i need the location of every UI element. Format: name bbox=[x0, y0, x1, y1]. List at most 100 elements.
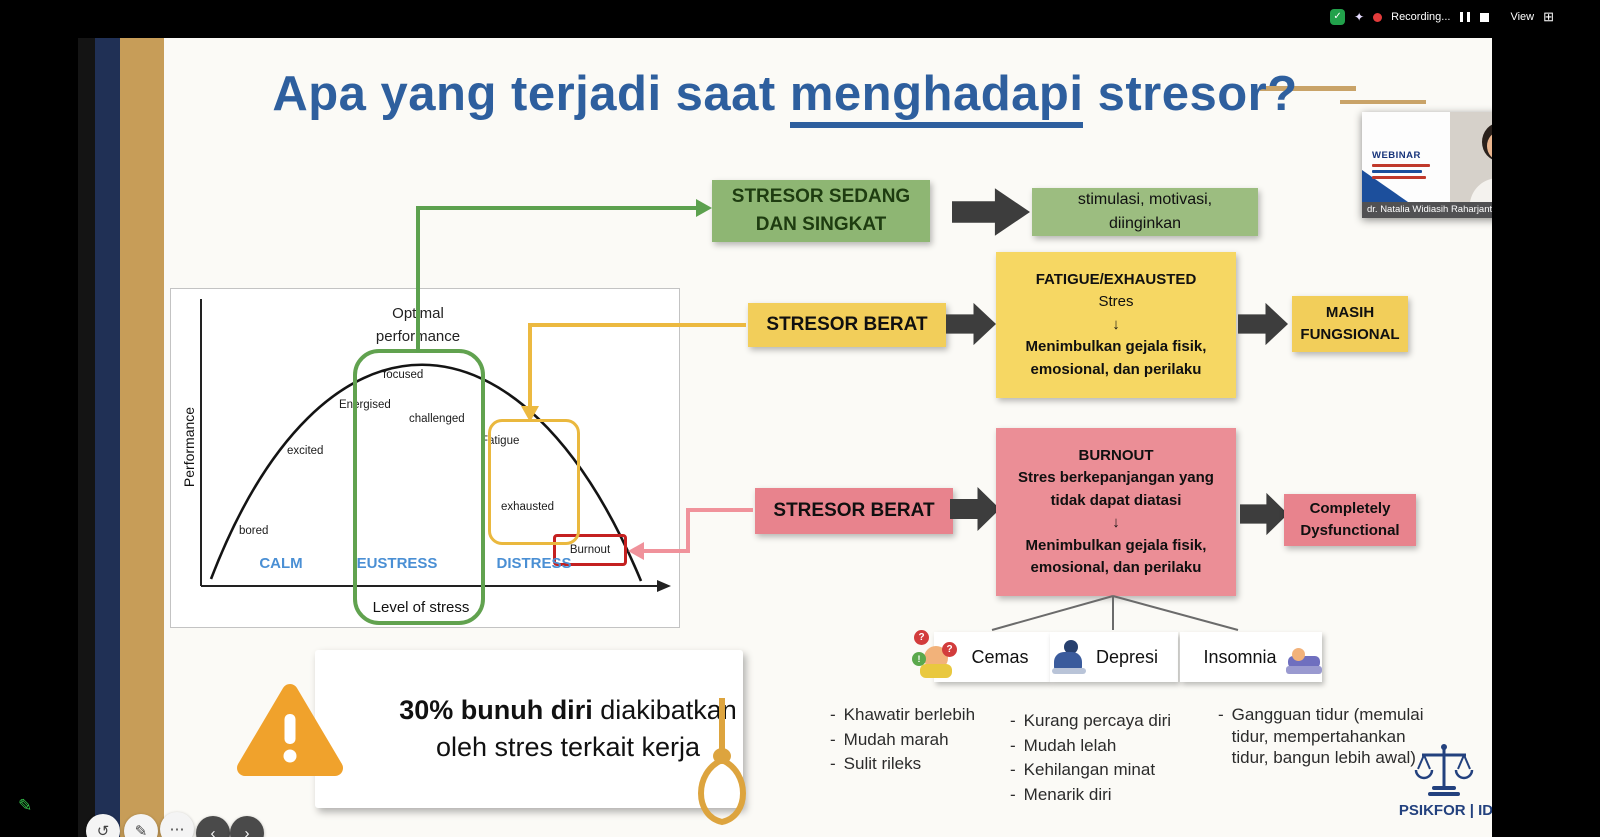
stimulasi-result-box: stimulasi, motivasi, diinginkan bbox=[1032, 188, 1258, 236]
sleeping-person-icon bbox=[1286, 640, 1322, 676]
warning-text-line1: 30% bunuh diri diakibatkan bbox=[393, 692, 743, 729]
presenter-camera-frame bbox=[1450, 112, 1492, 202]
dysfunctional-line1: Completely bbox=[1309, 499, 1391, 517]
presenter-video-tile[interactable]: WEBINAR dr. Natalia Widiasih Raharjanti bbox=[1362, 112, 1492, 218]
completely-dysfunctional-box: Completely Dysfunctional bbox=[1284, 494, 1416, 546]
deco-line bbox=[1260, 86, 1356, 91]
fatigue-zone-box bbox=[488, 419, 580, 545]
banner-text-line bbox=[1372, 176, 1426, 179]
curve-label-challenged: challenged bbox=[409, 413, 465, 425]
scales-of-justice-icon bbox=[1414, 744, 1474, 796]
warning-rest-text: diakibatkan bbox=[592, 694, 737, 725]
annotation-pencil-icon[interactable]: ✎ bbox=[18, 796, 33, 815]
fatigue-box-line: Stres bbox=[1098, 293, 1134, 311]
depresi-symptom-list: -Kurang percaya diri -Mudah lelah -Kehil… bbox=[1010, 710, 1210, 808]
chart-canvas bbox=[200, 299, 671, 592]
view-button[interactable]: View bbox=[1510, 11, 1535, 23]
masih-fungsional-box: MASIH FUNGSIONAL bbox=[1292, 296, 1408, 352]
chart-x-axis-label: Level of stress bbox=[372, 599, 470, 616]
pencil-tool-button[interactable]: ✎ bbox=[124, 814, 158, 837]
symptom-label-cemas: Cemas bbox=[971, 646, 1029, 667]
presenter-name-label: dr. Natalia Widiasih Raharjanti bbox=[1362, 202, 1492, 218]
presentation-slide: Apa yang terjadi saat menghadapi stresor… bbox=[78, 38, 1492, 837]
down-arrow-icon: ↓ bbox=[1112, 514, 1120, 531]
symptom-label-depresi: Depresi bbox=[1095, 646, 1159, 667]
system-tray: ✓ ✦ Recording... View ⊞ bbox=[1330, 9, 1554, 25]
zone-label-calm: CALM bbox=[259, 555, 303, 572]
flow-arrow-icon bbox=[1238, 302, 1288, 346]
stresor-sedang-line1: STRESOR SEDANG bbox=[731, 185, 911, 207]
stress-performance-chart: Performance Optimal performance bored ex… bbox=[170, 288, 680, 628]
list-item: -Khawatir berlebih bbox=[830, 705, 976, 724]
stimulasi-line2: diinginkan bbox=[1108, 215, 1182, 232]
prev-slide-button[interactable]: ‹ bbox=[196, 816, 230, 837]
symptom-box-insomnia: Insomnia bbox=[1180, 632, 1322, 682]
masih-line1: MASIH bbox=[1325, 303, 1375, 321]
curve-label-energised: Energised bbox=[339, 399, 391, 411]
title-underlined-word: menghadapi bbox=[789, 67, 1084, 128]
cemas-symptom-list: -Khawatir berlebih -Mudah marah -Sulit r… bbox=[830, 704, 994, 778]
undo-button[interactable]: ↺ bbox=[86, 814, 120, 837]
recording-label: Recording... bbox=[1391, 11, 1451, 23]
warning-bold-text: 30% bunuh diri bbox=[399, 694, 593, 725]
stresor-sedang-line2: DAN SINGKAT bbox=[755, 214, 887, 235]
banner-blue-shape bbox=[1362, 170, 1408, 202]
more-tools-button[interactable]: ⋯ bbox=[160, 812, 194, 837]
slide-navy-stripe bbox=[95, 38, 120, 837]
list-item: -Kehilangan minat bbox=[1010, 760, 1156, 780]
curve-label-exhausted: exhausted bbox=[501, 501, 555, 513]
fatigue-box-line: emosional, dan perilaku bbox=[1030, 360, 1202, 378]
view-grid-icon[interactable]: ⊞ bbox=[1543, 9, 1554, 24]
flow-arrow-icon bbox=[950, 487, 1000, 531]
stresor-berat-yellow-box: STRESOR BERAT bbox=[748, 303, 946, 347]
down-arrow-icon: ↓ bbox=[1112, 315, 1120, 333]
symptom-box-depresi: Depresi bbox=[1050, 632, 1178, 682]
stresor-berat-pink-box: STRESOR BERAT bbox=[755, 488, 953, 534]
warning-text-line2: oleh stres terkait kerja bbox=[435, 732, 701, 762]
optimal-line2: performance bbox=[375, 327, 461, 345]
dysfunctional-line2: Dysfunctional bbox=[1300, 522, 1400, 539]
chart-y-axis-label: Performance bbox=[181, 406, 197, 488]
stop-icon bbox=[1480, 12, 1490, 22]
flow-arrow-icon bbox=[952, 188, 1030, 236]
optimal-performance-label: Optimal performance bbox=[348, 303, 488, 348]
list-item: -Mudah lelah bbox=[1010, 735, 1117, 755]
burnout-box-line: Menimbulkan gejala fisik, bbox=[1025, 536, 1207, 554]
stresor-sedang-box: STRESOR SEDANG DAN SINGKAT bbox=[712, 180, 930, 242]
curve-label-excited: excited bbox=[287, 445, 324, 457]
zone-label-distress: DISTRESS bbox=[496, 555, 572, 572]
suicide-statistic-card: 30% bunuh diri diakibatkan oleh stres te… bbox=[315, 650, 743, 808]
stop-recording-button[interactable] bbox=[1480, 12, 1490, 22]
recording-dot-icon bbox=[1373, 12, 1383, 22]
anxious-person-icon: ? ? ! bbox=[912, 630, 957, 678]
warning-triangle-icon bbox=[237, 684, 343, 776]
fatigue-box-line: Menimbulkan gejala fisik, bbox=[1025, 338, 1207, 356]
fatigue-exhausted-box: FATIGUE/EXHAUSTED Stres ↓ Menimbulkan ge… bbox=[996, 252, 1236, 398]
webinar-title: WEBINAR bbox=[1372, 150, 1421, 161]
psikfor-logo-text: PSIKFOR | ID bbox=[1398, 802, 1492, 819]
list-item: -Menarik diri bbox=[1010, 784, 1112, 804]
list-item: -Mudah marah bbox=[830, 729, 949, 749]
list-item: -Gangguan tidur (memulai tidur, memperta… bbox=[1218, 705, 1424, 768]
slide-edge-stripe bbox=[78, 38, 95, 837]
stresor-berat-yellow-label: STRESOR BERAT bbox=[766, 313, 928, 335]
list-item: -Kurang percaya diri bbox=[1010, 711, 1172, 730]
security-shield-icon[interactable]: ✓ bbox=[1330, 9, 1346, 25]
insomnia-symptom-list: -Gangguan tidur (memulai tidur, memperta… bbox=[1218, 704, 1436, 772]
eustress-zone-box bbox=[353, 349, 485, 625]
curve-label-burnout: Burnout bbox=[569, 544, 611, 556]
deco-line bbox=[1340, 100, 1426, 104]
pause-recording-button[interactable] bbox=[1459, 12, 1471, 22]
webinar-banner: WEBINAR bbox=[1362, 112, 1450, 202]
burnout-box: BURNOUT Stres berkepanjangan yang tidak … bbox=[996, 428, 1236, 596]
pause-icon bbox=[1467, 12, 1471, 22]
optimal-line1: Optimal bbox=[392, 305, 444, 322]
burnout-highlight-box: Burnout bbox=[553, 534, 627, 566]
system-top-bar: ✓ ✦ Recording... View ⊞ bbox=[0, 0, 1600, 38]
burnout-box-line: tidak dapat diatasi bbox=[1050, 491, 1182, 509]
symptom-label-insomnia: Insomnia bbox=[1203, 646, 1277, 667]
masih-line2: FUNGSIONAL bbox=[1300, 326, 1400, 343]
next-slide-button[interactable]: › bbox=[230, 816, 264, 837]
sparkle-icon[interactable]: ✦ bbox=[1354, 10, 1365, 24]
